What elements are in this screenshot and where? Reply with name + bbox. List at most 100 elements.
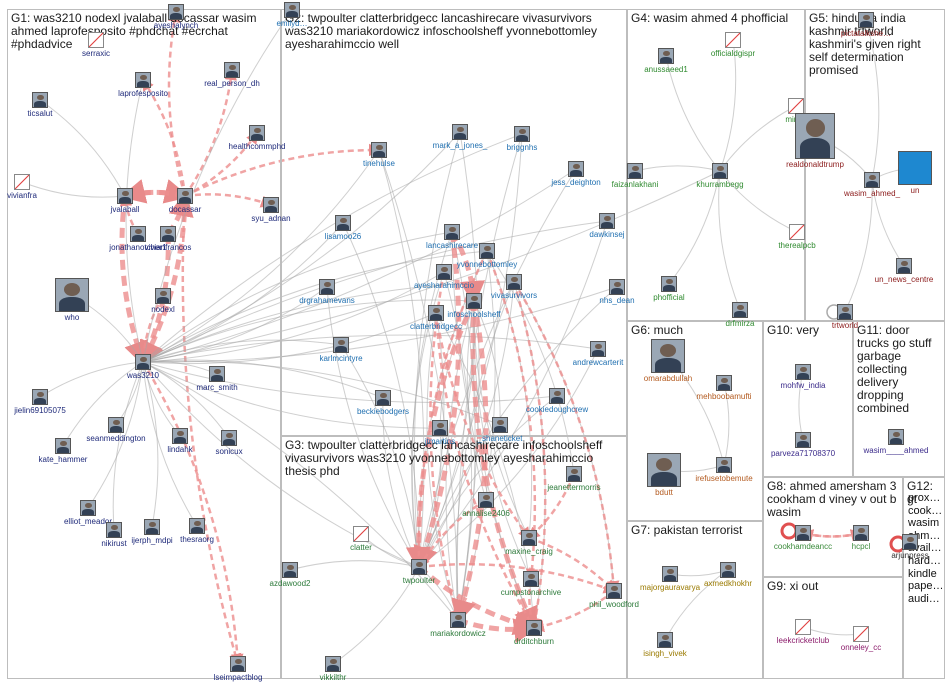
ayesharahimccio-avatar-icon	[436, 264, 452, 280]
drfmirza-avatar-icon	[732, 302, 748, 318]
group-title: G5: hindutva india kashmir trtworld kash…	[809, 12, 921, 77]
node-label: wasim____ahmed	[863, 446, 929, 455]
edge-nikirust-was3210	[112, 361, 144, 531]
node-label: briggnhs	[506, 143, 538, 152]
shaneticket-avatar-icon	[492, 417, 508, 433]
group-G4: G4: wasim ahmed 4 phofficial	[627, 9, 805, 321]
node-label: ijerph_mdpi	[131, 536, 173, 545]
edge-phil_woodford-drditchburn	[531, 590, 615, 633]
dawkinsej-avatar-icon	[599, 213, 615, 229]
node-label: omarabdullah	[643, 374, 693, 383]
node-label: elliot_meador	[63, 517, 113, 526]
wasim_ahmed_-avatar-icon	[864, 172, 880, 188]
mohfw_india-avatar-icon	[795, 364, 811, 380]
azdawood2-avatar-icon	[282, 562, 298, 578]
node-label: officialdgispr	[710, 49, 756, 58]
group-G10: G10: very	[763, 321, 853, 477]
edge-docassar-syu_adnan	[184, 193, 274, 208]
group-title: G3: twpoulter clatterbridgecc lancashire…	[285, 439, 606, 478]
edge-faizanlakhani-khurrambegg	[634, 165, 721, 173]
node-label: twpoulter	[402, 576, 436, 585]
node-label: vivianfrancos	[144, 243, 192, 252]
edge-khurrambegg-thereaipcb	[719, 170, 798, 233]
onneley_cc-avatar-icon	[853, 626, 869, 642]
node-label: mehboobamufti	[696, 392, 752, 401]
parveza71708370-avatar-icon	[795, 432, 811, 448]
edge-twpoulter-phil_woodford	[418, 562, 617, 594]
edge-twpoulter-mark_a_jones_	[413, 131, 462, 568]
node-label: faizanlakhani	[611, 180, 659, 189]
node-label: clatterbridgecc	[409, 322, 463, 331]
docassar-avatar-icon	[177, 188, 193, 204]
group-title: G10: very	[767, 324, 820, 337]
edge-was3210-mark_a_jones_	[142, 131, 461, 363]
vivianfrancos-avatar-icon	[160, 226, 176, 242]
ayeshalynch-avatar-icon	[168, 4, 184, 20]
edge-twpoulter-karlmcintyre	[340, 344, 420, 568]
node-label: cookhamdeancc	[773, 542, 833, 551]
node-label: lisamoo26	[324, 232, 362, 241]
ajunipress-avatar-icon	[902, 534, 918, 550]
jonathanotcher1-avatar-icon	[130, 226, 146, 242]
emilydoe-avatar-icon	[284, 2, 300, 18]
twpoulter-avatar-icon	[411, 559, 427, 575]
node-label: who	[64, 313, 80, 322]
nhs_dean-avatar-icon	[609, 279, 625, 295]
node-label: trtworld	[831, 321, 859, 330]
node-label: annalise2406	[462, 509, 510, 518]
nodexl-avatar-icon	[155, 288, 171, 304]
edge-thesraorg-was3210	[141, 361, 198, 527]
edge-mariakordowicz-vivasurvivors	[455, 281, 515, 621]
node-label: lindahk	[167, 445, 193, 454]
edge-twpoulter-cookiedoughcrew	[418, 395, 558, 568]
edge-officialdgispr-khurrambegg	[719, 39, 737, 172]
group-title: G11: door trucks go stuff garbage collec…	[857, 324, 935, 415]
edge-was3210-andrewcarterit	[142, 334, 599, 363]
edge-docassar-tinehulse	[184, 143, 382, 198]
edge-clatterbridgecc-maxine_craig	[434, 312, 531, 541]
node-label: un	[910, 186, 920, 195]
edge-docassar-lseimpactblog	[181, 195, 242, 667]
lisamoo26-avatar-icon	[335, 215, 351, 231]
edge-was3210-karlmcintyre	[142, 339, 342, 363]
edge-ayesharahimccio-mariakordowicz	[429, 271, 462, 623]
node-label: nhs_dean	[599, 296, 635, 305]
node-label: cumpstonarchive	[500, 588, 562, 597]
tinehulse-avatar-icon	[371, 142, 387, 158]
edge-was3210-jess_deighton	[142, 168, 577, 363]
edge-mariakordowicz-briggnhs	[456, 133, 523, 621]
edge-khurrambegg-phofficial	[668, 170, 721, 285]
axmedkhokhr-avatar-icon	[720, 562, 736, 578]
node-label: irefusetobemute	[695, 474, 753, 483]
group-G9: G9: xi out	[763, 577, 903, 679]
who-avatar-icon	[55, 278, 89, 312]
edge-was3210-mariakordowicz	[142, 361, 459, 621]
clatterbridgecc-avatar-icon	[428, 305, 444, 321]
node-label: cookiedoughcrew	[525, 405, 589, 414]
node-label: isingh_vivek	[643, 649, 687, 658]
lindahk-avatar-icon	[172, 428, 188, 444]
trtworld-avatar-icon	[837, 304, 853, 320]
bdutt-avatar-icon	[647, 453, 681, 487]
node-label: drditchburn	[513, 637, 555, 646]
elliot_meador-avatar-icon	[80, 500, 96, 516]
edge-vivasurvivors-drditchburn	[512, 281, 547, 631]
edge-was3210-briggnhs	[142, 133, 523, 363]
node-label: maxine_craig	[505, 547, 553, 556]
node-label: wasim_ahmed_	[843, 189, 901, 198]
edge-was3210-emilydoe	[142, 9, 293, 363]
edge-was3210-khurrambegg	[142, 170, 721, 363]
node-label: healthcommphd	[228, 142, 286, 151]
node-label: seanmeddington	[86, 434, 146, 443]
node-label: docassar	[168, 205, 202, 214]
node-label: serraxic	[81, 49, 111, 58]
was3210-avatar-icon	[135, 354, 151, 370]
node-label: mark_a_jones_	[432, 141, 488, 150]
node-label: kate_hammer	[38, 455, 88, 464]
group-title: G4: wasim ahmed 4 phofficial	[631, 12, 789, 25]
edge-was3210-ayesharahimccio	[142, 271, 445, 363]
edge-jvalaball-was3210	[119, 195, 149, 367]
syu_adnan-avatar-icon	[263, 197, 279, 213]
group-G3: G3: twpoulter clatterbridgecc lancashire…	[281, 436, 627, 679]
edge-docassar-real_person_dh	[183, 67, 237, 197]
